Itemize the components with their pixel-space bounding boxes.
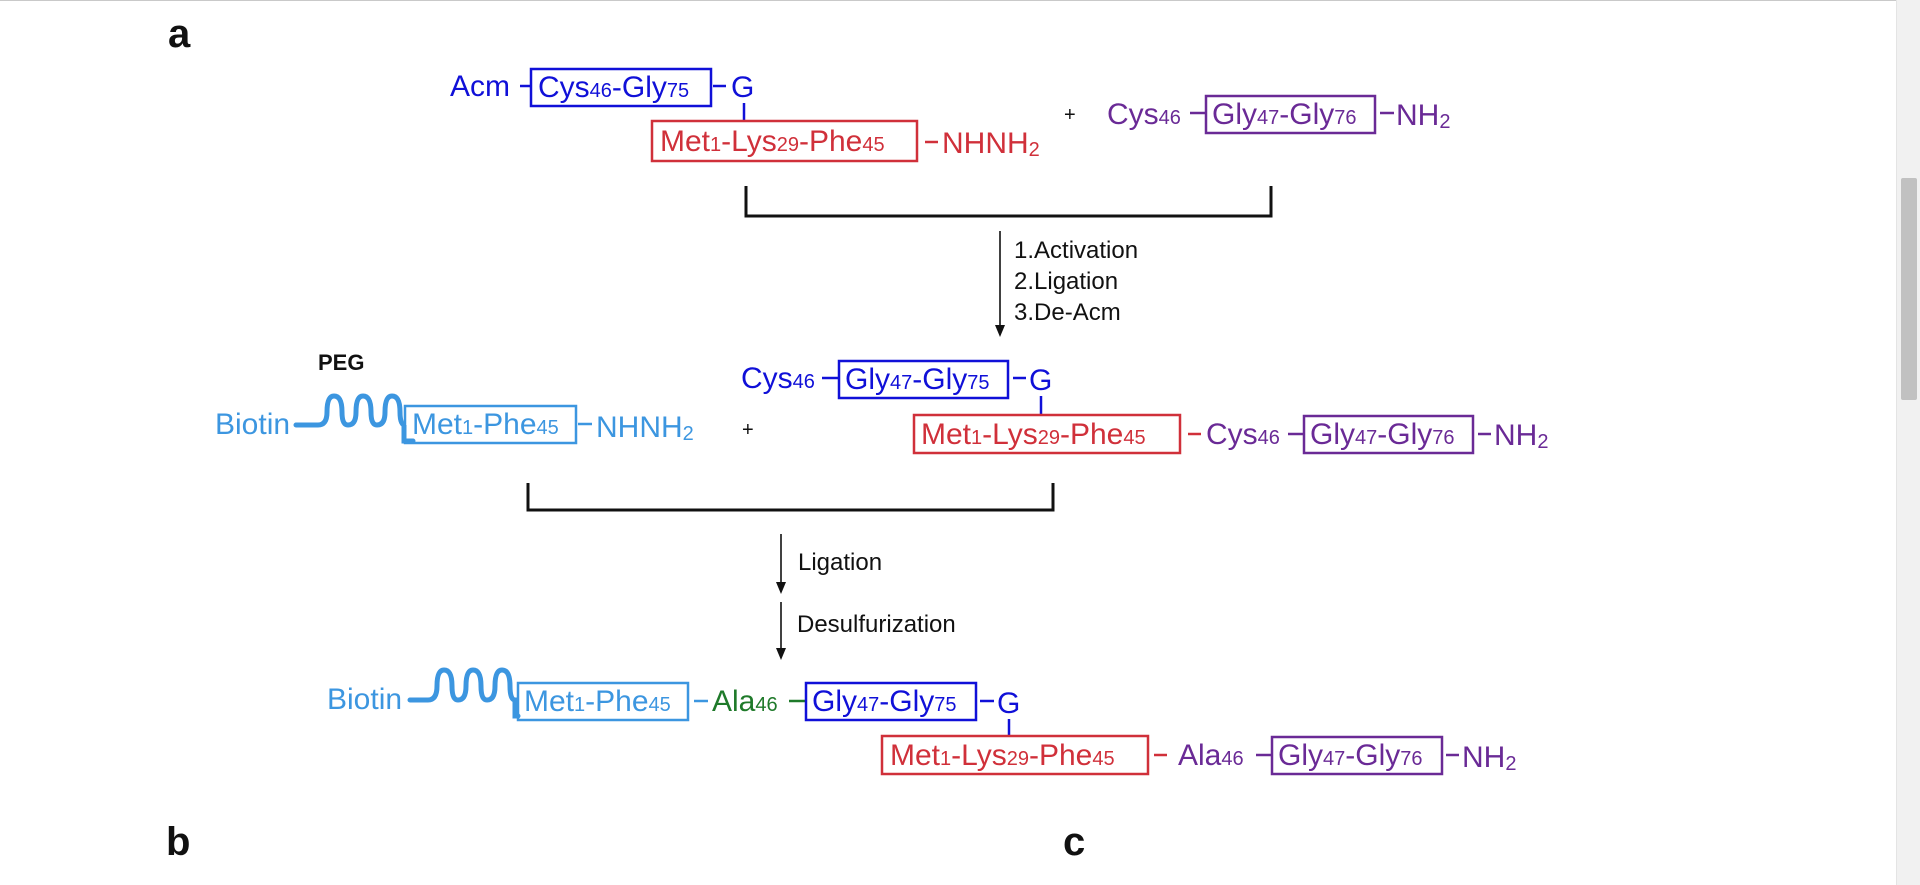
panel-label-a: a [168,12,191,56]
step-desulfurization: Desulfurization [797,611,956,638]
met1-phe45-segment: Met1-Phe45 [412,408,559,441]
step-de-acm: 3.De-Acm [1014,299,1121,326]
scrollbar-thumb[interactable] [1901,178,1917,400]
gly47-gly76-segment: Gly47-Gly76 [1310,418,1455,451]
met1-lys29-phe45-segment: Met1-Lys29-Phe45 [921,418,1146,451]
box-gly47-gly76 [1302,414,1475,455]
step-ligation-2: Ligation [798,549,882,576]
ala46-purple: Ala46 [1178,739,1244,772]
arrow-head [776,582,786,594]
bracket-1 [744,186,1273,218]
vertical-scrollbar[interactable] [1896,0,1920,885]
gly47-gly75-segment: Gly47-Gly75 [845,363,990,396]
bracket-2 [526,483,1055,512]
plus-sign: + [1064,104,1076,126]
panel-label-c: c [1063,820,1085,864]
peg-label: PEG [318,350,364,375]
box-met1-lys29-phe45 [650,119,919,163]
plus-sign: + [742,419,754,441]
biotin-label: Biotin [215,408,290,441]
box-met1-lys29-phe45 [880,734,1150,776]
box-gly47-gly75 [804,681,978,722]
box-gly47-gly76 [1270,735,1444,776]
gly47-gly75-segment: Gly47-Gly75 [812,685,957,718]
gly47-gly76-segment: Gly47-Gly76 [1212,98,1357,131]
box-met1-lys29-phe45 [912,413,1182,455]
arrow-head [776,648,786,660]
amide-nh2: NH2 [1494,419,1548,453]
acm-group: Acm [450,70,510,103]
hydrazide-nhnh2: NHNH2 [596,411,694,445]
amide-nh2: NH2 [1396,99,1450,133]
arrow-head [995,325,1005,337]
peg-linker-icon [293,393,416,444]
box-cys46-gly75 [529,67,713,108]
hydrazide-nhnh2: NHNH2 [942,127,1040,161]
box-gly47-gly76 [1204,94,1377,135]
met1-lys29-phe45-segment: Met1-Lys29-Phe45 [890,739,1115,772]
biotin-label: Biotin [327,683,402,716]
step-activation: 1.Activation [1014,237,1138,264]
cys46-purple: Cys46 [1206,418,1280,451]
met1-phe45-segment: Met1-Phe45 [524,685,671,718]
panel-label-b: b [166,820,190,864]
gly47-gly76-segment: Gly47-Gly76 [1278,739,1423,772]
step-ligation: 2.Ligation [1014,268,1118,295]
cys46-purple: Cys46 [1107,98,1181,131]
cys46-gly75-segment: Cys46-Gly75 [538,71,689,104]
glycine-g: G [1029,364,1052,397]
glycine-g: G [997,687,1020,720]
met1-lys29-phe45-segment: Met1-Lys29-Phe45 [660,125,885,158]
peg-linker-icon [407,667,521,719]
box-met1-phe45 [516,681,690,722]
top-border [0,0,1900,1]
glycine-g: G [731,71,754,104]
amide-nh2: NH2 [1462,741,1516,775]
cys46-blue: Cys46 [741,362,815,395]
box-gly47-gly75 [837,359,1010,400]
ala46-green: Ala46 [712,685,778,718]
box-met1-phe45 [403,404,578,445]
